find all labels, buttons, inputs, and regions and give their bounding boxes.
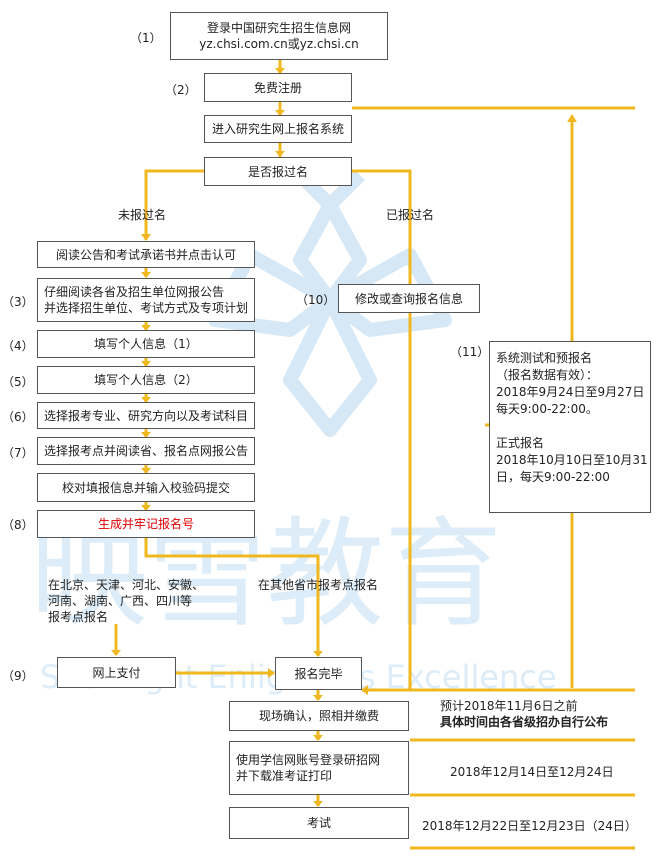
- period-line3: 2018年9月24日至9月27日: [496, 385, 645, 399]
- select-major-box: 选择报考专业、研究方向以及考试科目: [37, 402, 255, 429]
- personal-info-1-label: 填写个人信息（1）: [94, 337, 198, 351]
- registration-done-label: 报名完毕: [294, 666, 343, 681]
- period-line2: （报名数据有效）：: [496, 368, 599, 382]
- verify-submit-label: 校对填报信息并输入校验码提交: [61, 480, 230, 495]
- period-line7: 2018年10月10日至10月31: [496, 453, 648, 467]
- login-site-line2: yz.chsi.com.cn或yz.chsi.cn: [199, 37, 359, 51]
- region-a-line1: 在北京、天津、河北、安徽、: [48, 578, 205, 592]
- exam-date-note: 2018年12月22日至12月23日（24日）: [422, 819, 637, 833]
- registration-number-label: 生成并牢记报名号: [97, 517, 194, 531]
- onsite-confirm-note: 预计2018年11月6日之前 具体时间由各省级招办自行公布: [440, 698, 608, 730]
- verify-submit-box: 校对填报信息并输入校验码提交: [37, 473, 255, 502]
- step-number-6: （6）: [2, 410, 34, 424]
- step-number-9: （9）: [2, 669, 34, 683]
- select-unit-line2: 并选择招生单位、考试方式及专项计划: [44, 301, 249, 315]
- exam-label: 考试: [306, 816, 331, 830]
- exam-box: 考试: [229, 807, 409, 839]
- onsite-confirm-box: 现场确认，照相并缴费: [229, 701, 409, 731]
- select-exam-site-label: 选择报考点并阅读省、报名点网报公告: [43, 444, 248, 458]
- enter-system-label: 进入研究生网上报名系统: [211, 122, 344, 136]
- region-a-label: 在北京、天津、河北、安徽、 河南、湖南、广西、四川等 报考点报名: [48, 577, 204, 625]
- step-number-10: （10）: [296, 293, 336, 307]
- step-number-7: （7）: [2, 446, 34, 460]
- personal-info-1-box: 填写个人信息（1）: [37, 330, 255, 358]
- period-line6: 正式报名: [496, 436, 545, 450]
- register-box: 免费注册: [204, 73, 352, 102]
- region-a-line2: 河南、湖南、广西、四川等: [48, 594, 193, 608]
- period-line8: 日，每天9:00-22:00: [496, 470, 610, 484]
- admission-ticket-box: 使用学信网账号登录研招网 并下载准考证打印: [229, 741, 409, 795]
- step-number-5: （5）: [2, 375, 34, 389]
- region-b-label: 在其他省市报考点报名: [258, 578, 379, 592]
- period-line1: 系统测试和预报名: [496, 351, 593, 365]
- select-major-label: 选择报考专业、研究方向以及考试科目: [43, 408, 248, 423]
- step-number-2: （2）: [165, 83, 197, 97]
- branch-not-registered: 未报过名: [118, 208, 167, 222]
- ticket-line1: 使用学信网账号登录研招网: [236, 753, 381, 767]
- personal-info-2-label: 填写个人信息（2）: [94, 373, 198, 387]
- select-unit-line1: 仔细阅读各省及招生单位网报公告: [44, 285, 225, 299]
- step-number-3: （3）: [2, 295, 34, 309]
- login-site-box: 登录中国研究生招生信息网 yz.chsi.com.cn或yz.chsi.cn: [170, 12, 388, 60]
- region-a-line3: 报考点报名: [48, 610, 109, 624]
- arrowheads: [111, 68, 577, 807]
- step-number-11: （11）: [450, 345, 490, 359]
- online-payment-label: 网上支付: [92, 665, 141, 680]
- select-unit-box: 仔细阅读各省及招生单位网报公告 并选择招生单位、考试方式及专项计划: [37, 278, 255, 322]
- modify-query-box: 修改或查询报名信息: [338, 284, 480, 313]
- register-label: 免费注册: [253, 80, 302, 95]
- step-number-1: （1）: [130, 31, 162, 45]
- step-number-8: （8）: [2, 518, 34, 532]
- confirm-note-line2: 具体时间由各省级招办自行公布: [440, 715, 609, 729]
- onsite-confirm-label: 现场确认，照相并缴费: [258, 709, 379, 723]
- registration-done-box: 报名完毕: [275, 657, 362, 690]
- personal-info-2-box: 填写个人信息（2）: [37, 366, 255, 394]
- select-exam-site-box: 选择报考点并阅读省、报名点网报公告: [37, 437, 255, 465]
- modify-query-label: 修改或查询报名信息: [354, 291, 463, 306]
- period-line4: 每天9:00-22:00。: [496, 402, 598, 416]
- branch-registered: 已报过名: [386, 208, 435, 222]
- ticket-date-note: 2018年12月14日至12月24日: [450, 765, 614, 779]
- read-notice-label: 阅读公告和考试承诺书并点击认可: [55, 247, 236, 262]
- enter-system-box: 进入研究生网上报名系统: [204, 115, 352, 143]
- registration-number-box: 生成并牢记报名号: [37, 510, 255, 538]
- read-notice-box: 阅读公告和考试承诺书并点击认可: [37, 241, 255, 268]
- confirm-note-line1: 预计2018年11月6日之前: [440, 699, 578, 713]
- ticket-line2: 并下载准考证打印: [236, 769, 333, 783]
- decision-label: 是否报过名: [247, 164, 308, 179]
- step-number-4: （4）: [2, 339, 34, 353]
- login-site-line1: 登录中国研究生招生信息网: [206, 21, 351, 35]
- decision-box: 是否报过名: [204, 157, 352, 186]
- online-payment-box: 网上支付: [57, 657, 176, 688]
- registration-period-box: 系统测试和预报名 （报名数据有效）： 2018年9月24日至9月27日 每天9:…: [489, 341, 651, 513]
